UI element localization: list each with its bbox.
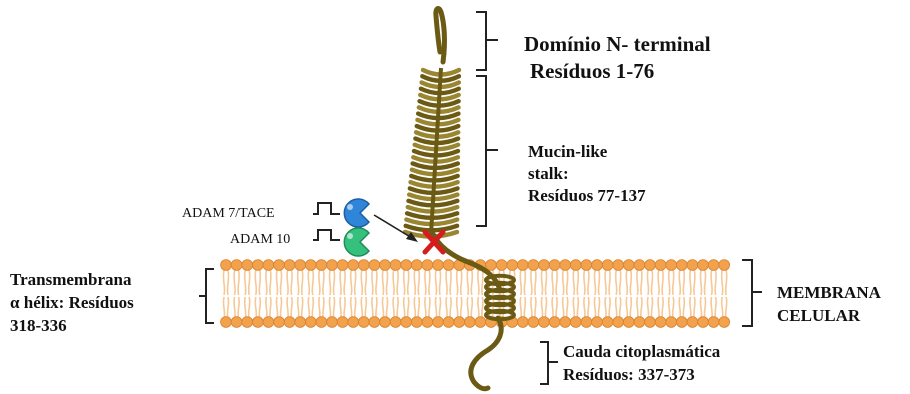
transmembrane-title: Transmembrana [10, 270, 132, 289]
mucin-stalk-residues: Resíduos 77-137 [528, 186, 646, 205]
cytoplasmic-tail-residues: Resíduos: 337-373 [563, 365, 695, 384]
adam10-enzyme-icon [344, 228, 369, 256]
lipid-tails [223, 270, 726, 320]
adam10-bracket [313, 230, 340, 240]
mucin-stalk-bracket [476, 76, 498, 226]
mucin-like-stalk [405, 68, 459, 237]
cytoplasmic-tail-bracket [540, 342, 558, 384]
transmembrane-helix-label: α hélix: Resíduos [10, 293, 134, 312]
adam7-bracket [313, 203, 340, 214]
cytoplasmic-tail-title: Cauda citoplasmática [563, 342, 720, 361]
cytoplasmic-tail [471, 318, 501, 389]
n-terminal-title: Domínio N- terminal [524, 33, 711, 57]
protein-chain [405, 9, 514, 389]
membrane-label-line1: MEMBRANA [777, 283, 881, 302]
lipid-heads-inner-layer [221, 317, 730, 328]
adam7-label: ADAM 7/TACE [182, 206, 275, 222]
n-terminal-bracket [476, 12, 498, 70]
adam10-label: ADAM 10 [230, 232, 290, 248]
membrane-bracket [742, 260, 762, 326]
cell-membrane [221, 260, 730, 328]
n-terminal-residues: Resíduos 1-76 [530, 60, 654, 84]
transmembrane-bracket [199, 269, 214, 323]
transmembrane-helix [486, 276, 514, 319]
adam7-enzyme-icon [344, 199, 369, 227]
mucin-stalk-title-line1: Mucin-like [528, 142, 607, 161]
transmembrane-residues: 318-336 [10, 316, 67, 335]
mucin-stalk-title-line2: stalk: [528, 164, 569, 183]
membrane-label-line2: CELULAR [777, 306, 860, 325]
n-terminal-domain [436, 9, 445, 62]
